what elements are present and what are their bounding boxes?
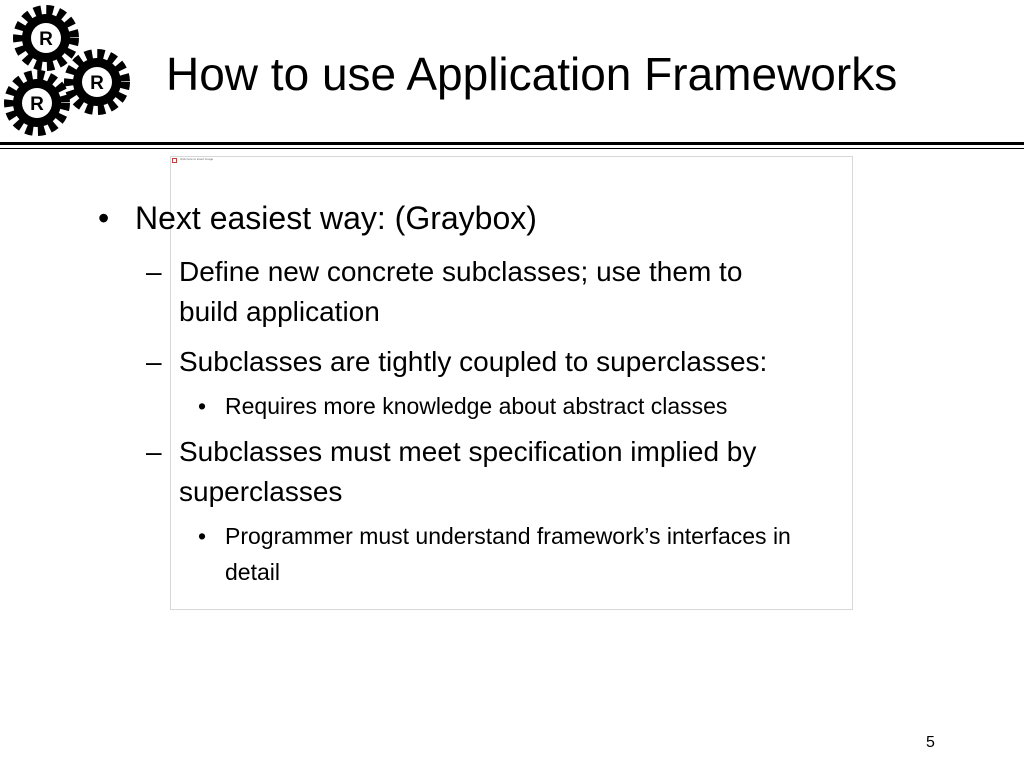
bullet-marker: • — [98, 200, 110, 236]
sub-bullet-2: Subclasses are tightly coupled to superc… — [179, 346, 768, 377]
broken-image-icon — [172, 158, 177, 163]
gear-logo-icon: R R R — [4, 5, 130, 136]
sub-bullet-3-line-1: Subclasses must meet specification impli… — [179, 436, 757, 467]
sub-sub-bullet-1: Requires more knowledge about abstract c… — [225, 393, 728, 419]
gear-top-letter: R — [39, 29, 53, 50]
sub-bullet-1-line-2: build application — [179, 296, 380, 327]
title-divider-thick — [0, 142, 1024, 145]
gear-right-letter: R — [90, 73, 104, 94]
sub-sub-bullet-2-line-2: detail — [225, 559, 280, 585]
dot-marker: • — [198, 393, 207, 419]
sub-bullet-1-line-1: Define new concrete subclasses; use them… — [179, 256, 743, 287]
dot-marker: • — [198, 523, 207, 549]
gear-bottom-icon: R — [4, 70, 70, 136]
placeholder-caption: click here to insert image — [180, 157, 214, 161]
gear-bottom-letter: R — [30, 94, 44, 115]
image-placeholder[interactable]: click here to insert image — [170, 156, 853, 610]
dash-marker: – — [146, 436, 162, 467]
sub-bullet-3-line-2: superclasses — [179, 476, 343, 507]
slide-title: How to use Application Frameworks — [166, 48, 898, 100]
title-divider-thin — [0, 148, 1024, 149]
dash-marker: – — [146, 346, 162, 377]
bullet-main: Next easiest way: (Graybox) — [135, 200, 537, 236]
sub-sub-bullet-2-line-1: Programmer must understand framework’s i… — [225, 523, 791, 549]
page-number: 5 — [926, 734, 935, 751]
gear-right-icon: R — [64, 49, 130, 115]
dash-marker: – — [146, 256, 162, 287]
gear-top-icon: R — [13, 5, 79, 71]
